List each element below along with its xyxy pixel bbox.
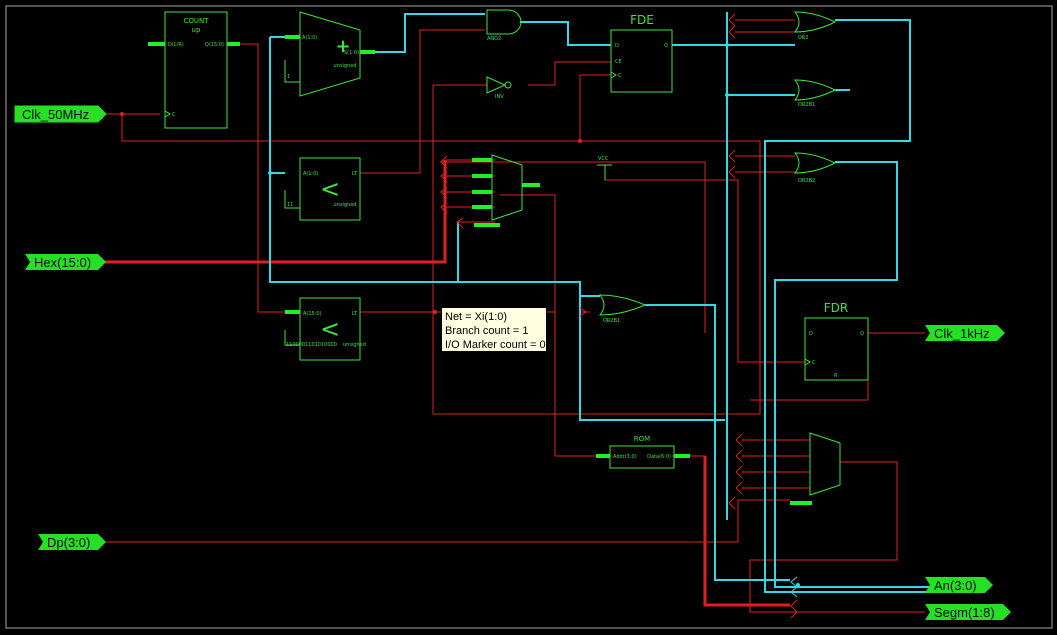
green-buses [148, 35, 812, 505]
adder-pin-s: S(1:0) [344, 50, 359, 56]
fde-pin-q: Q [664, 43, 668, 49]
counter-pin-c: C [172, 112, 176, 118]
adder-pin-b: 1 [287, 74, 290, 80]
counter-block[interactable]: COUNT up D(L/R) Q(15:0) C [164, 11, 228, 129]
comparator-2-note: unsigned [343, 342, 366, 348]
rom-pin-addr: Addr(3:0) [613, 454, 637, 460]
comparator-1[interactable]: < A(1:0) 11 LT unsigned [284, 157, 361, 221]
mux-2[interactable] [809, 432, 841, 496]
fde-pin-c: C [618, 73, 622, 79]
cyan-rippers [790, 576, 798, 598]
net-tooltip: Net = Xi(1:0) Branch count = 1 I/O Marke… [441, 307, 547, 352]
and2-gate[interactable]: AND2 [486, 9, 522, 42]
rom-block[interactable]: ROM Addr(3:0) Data(6:0) [609, 435, 675, 469]
comparator-1-pin-lt: LT [352, 171, 358, 177]
fde-pin-d: D [615, 43, 619, 49]
or2b1-gate-lower[interactable]: OR2B1 [598, 294, 647, 324]
fdr-flipflop[interactable]: FDR D C R Q [804, 301, 869, 381]
cyan-wires [269, 12, 930, 593]
rom-title: ROM [634, 435, 650, 443]
fde-title: FDE [630, 13, 654, 27]
fdr-pin-q: Q [860, 331, 864, 337]
fde-pin-ce: CE [615, 59, 622, 65]
port-clk1k[interactable]: Clk_1kHz [925, 325, 1005, 341]
port-an-label: An(3:0) [934, 578, 977, 593]
adder-block[interactable]: + A(1:0) S(1:0) 1 unsigned [284, 11, 361, 97]
counter-title: COUNT [183, 17, 209, 25]
or2b2-label: OR2B2 [798, 178, 815, 184]
or2b1-label: OR2B1 [798, 102, 815, 108]
tooltip-branch-count: Branch count = 1 [445, 325, 529, 337]
port-hex[interactable]: Hex(15:0) [25, 254, 106, 270]
comparator-2-symbol: < [320, 315, 340, 343]
inverter-label: INV [495, 94, 504, 100]
comparator-2-pin-b: 1100001101010000 [286, 342, 337, 348]
and2-label: AND2 [487, 36, 501, 42]
adder-note: unsigned [334, 63, 357, 69]
fdr-pin-c: C [812, 360, 816, 366]
bus-rippers [440, 13, 798, 619]
port-clk50[interactable]: Clk_50MHz [14, 105, 107, 123]
port-clk1k-label: Clk_1kHz [934, 326, 990, 341]
comparator-2-pin-a: A(15:0) [303, 311, 322, 317]
port-segm[interactable]: Segm(1:8) [925, 604, 1011, 620]
fde-flipflop[interactable]: FDE D CE C Q [610, 13, 673, 93]
fdr-pin-d: D [809, 331, 813, 337]
or2-gate[interactable]: OR2 [793, 11, 837, 41]
adder-symbol: + [335, 36, 350, 57]
mux-1[interactable] [491, 154, 523, 221]
fdr-title: FDR [824, 301, 848, 315]
junctions [120, 43, 800, 587]
comparator-2[interactable]: < A(15:0) 1100001101010000 LT unsigned [284, 297, 366, 361]
vcc-symbol: VCC [597, 156, 612, 180]
fdr-pin-r: R [834, 373, 838, 379]
tooltip-io-count: I/O Marker count = 0 [445, 339, 546, 351]
or2b1-lower-label: OR2B1 [603, 318, 620, 324]
tooltip-net: Net = Xi(1:0) [445, 311, 508, 323]
port-hex-label: Hex(15:0) [34, 255, 91, 270]
port-an[interactable]: An(3:0) [925, 577, 993, 593]
or2b2-gate[interactable]: OR2B2 [793, 152, 837, 184]
vcc-label: VCC [598, 156, 609, 162]
counter-pin-q: Q(15:0) [205, 42, 224, 48]
inverter[interactable]: INV [486, 76, 512, 100]
counter-subtitle: up [192, 26, 201, 34]
comparator-1-pin-a: A(1:0) [303, 171, 318, 177]
comparator-1-pin-b: 11 [287, 202, 293, 208]
rom-pin-data: Data(6:0) [647, 454, 671, 460]
comparator-1-note: unsigned [334, 202, 357, 208]
port-dp-label: Dp(3:0) [47, 535, 90, 550]
or2-label: OR2 [798, 35, 809, 41]
adder-pin-a: A(1:0) [302, 35, 317, 41]
port-clk50-label: Clk_50MHz [22, 107, 89, 122]
comparator-2-pin-lt: LT [352, 311, 358, 317]
sheet-border [5, 5, 1053, 629]
port-dp[interactable]: Dp(3:0) [38, 534, 106, 550]
counter-pin-d: D(L/R) [168, 42, 184, 48]
or2b1-gate[interactable]: OR2B1 [793, 79, 837, 108]
comparator-1-symbol: < [320, 175, 340, 203]
port-segm-label: Segm(1:8) [934, 605, 995, 620]
red-buses [105, 160, 790, 607]
